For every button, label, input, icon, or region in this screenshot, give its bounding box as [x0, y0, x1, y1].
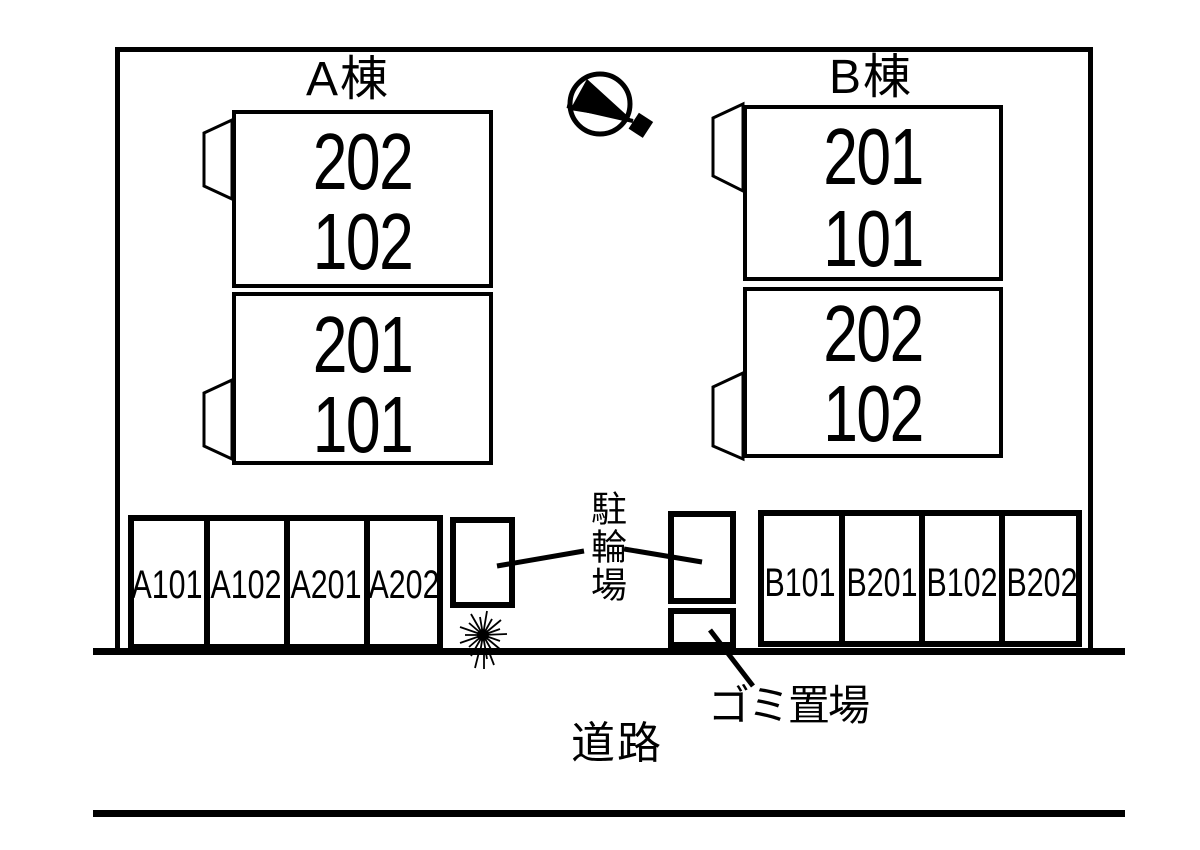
garbage-area-label: ゴミ置場 [708, 682, 870, 729]
bicycle-parking-box-left [450, 517, 515, 608]
unit-number: 202 [823, 289, 924, 378]
building-b-lower-block [743, 287, 1003, 458]
road-label: 道路 [571, 719, 663, 768]
parking-space-label: A102 [210, 563, 282, 607]
unit-number: 101 [823, 194, 924, 283]
unit-number: 202 [312, 117, 414, 206]
building-b-title: B棟 [828, 51, 914, 104]
garbage-area-box [668, 608, 736, 648]
road-far-edge-line [93, 810, 1125, 817]
parking-divider [204, 515, 210, 650]
parking-space-label: B101 [764, 561, 836, 605]
building-a-upper-block [232, 110, 493, 288]
parking-divider [839, 510, 845, 647]
parking-divider [364, 515, 370, 650]
bicycle-area-label: 駐輪場 [586, 490, 627, 604]
parking-divider [919, 510, 925, 647]
site-front-edge-line [93, 648, 1125, 655]
building-b-upper-block [743, 105, 1003, 281]
unit-number: 201 [312, 300, 414, 389]
unit-number: 102 [312, 197, 414, 286]
parking-space-label: B102 [926, 561, 998, 605]
parking-divider [999, 510, 1005, 647]
unit-number: 101 [312, 380, 414, 469]
parking-space-label: A202 [368, 563, 440, 607]
parking-space-label: A201 [290, 563, 362, 607]
building-a-lower-block [232, 292, 493, 465]
unit-number: 102 [823, 369, 924, 458]
parking-space-label: B201 [846, 561, 918, 605]
unit-number: 201 [823, 112, 924, 201]
building-a-title: A棟 [305, 53, 391, 106]
parking-space-label: A101 [131, 563, 203, 607]
bicycle-parking-box-right [668, 511, 736, 604]
parking-divider [284, 515, 290, 650]
parking-space-label: B202 [1006, 561, 1078, 605]
site-boundary [115, 47, 1093, 648]
